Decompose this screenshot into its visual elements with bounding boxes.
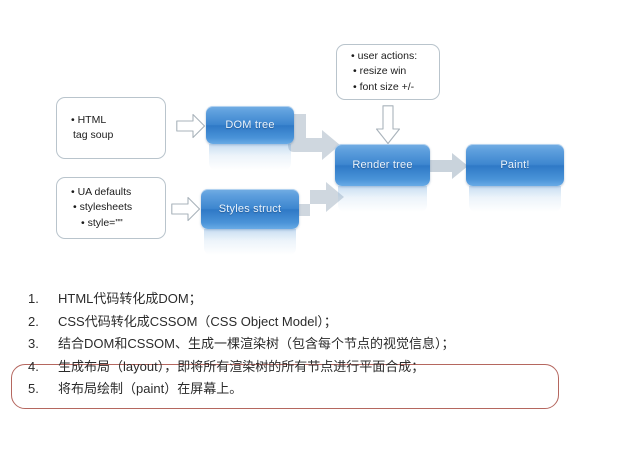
- list-item-text: CSS代码转化成CSSOM（CSS Object Model）；: [58, 313, 337, 329]
- list-item: 4. 生成布局（layout），即将所有渲染树的所有节点进行平面合成；: [28, 356, 455, 379]
- note-line: tag soup: [73, 129, 114, 141]
- list-item-text: 生成布局（layout），即将所有渲染树的所有节点进行平面合成；: [58, 358, 425, 374]
- note-line: • resize win: [353, 65, 407, 78]
- arrow-useractions-to-render: [375, 105, 401, 145]
- arrow-html-to-dom: [176, 113, 206, 139]
- note-user-actions: • user actions: • resize win • font size…: [336, 44, 440, 100]
- note-line: • font size +/-: [353, 80, 415, 93]
- list-item: 3. 结合DOM和CSSOM、生成一棵渲染树（包含每个节点的视觉信息）；: [28, 333, 455, 356]
- list-item-text: 结合DOM和CSSOM、生成一棵渲染树（包含每个节点的视觉信息）；: [58, 336, 455, 351]
- list-item-number: 5.: [28, 381, 39, 396]
- list-item-text: HTML代码转化成DOM；: [58, 291, 202, 306]
- steps-section: 1. HTML代码转化成DOM； 2. CSS代码转化成CSSOM（CSS Ob…: [0, 288, 636, 449]
- list-item: 5. 将布局绘制（paint）在屏幕上。: [28, 378, 455, 401]
- note-line: • UA defaults: [71, 186, 132, 199]
- list-item-number: 1.: [28, 291, 39, 306]
- note-line: • user actions:: [351, 50, 418, 63]
- node-paint: Paint!: [466, 144, 564, 212]
- note-line: • stylesheets: [73, 201, 133, 214]
- arrow-ua-to-styles: [171, 196, 201, 222]
- steps-list: 1. HTML代码转化成DOM； 2. CSS代码转化成CSSOM（CSS Ob…: [28, 288, 455, 401]
- list-item-number: 3.: [28, 336, 39, 351]
- arrow-styles-to-render: [292, 170, 348, 230]
- arrow-render-to-paint: [430, 152, 470, 180]
- node-render-tree: Render tree: [335, 144, 430, 212]
- list-item: 1. HTML代码转化成DOM；: [28, 288, 455, 311]
- note-line: • style="": [81, 216, 123, 229]
- list-item-number: 2.: [28, 313, 39, 329]
- arrow-dom-to-render: [288, 112, 348, 174]
- rendering-pipeline-diagram: • HTML tag soup • UA defaults • styleshe…: [56, 44, 564, 255]
- node-dom-tree: DOM tree: [206, 106, 294, 170]
- list-item-number: 4.: [28, 358, 39, 374]
- highlight-rectangle: [11, 364, 559, 409]
- note-line: • HTML: [71, 113, 107, 126]
- note-html-tag-soup: • HTML tag soup: [56, 97, 166, 159]
- list-item-text: 将布局绘制（paint）在屏幕上。: [58, 381, 243, 396]
- note-ua-defaults: • UA defaults • stylesheets • style="": [56, 177, 166, 239]
- node-styles-struct: Styles struct: [201, 189, 299, 255]
- list-item: 2. CSS代码转化成CSSOM（CSS Object Model）；: [28, 311, 455, 334]
